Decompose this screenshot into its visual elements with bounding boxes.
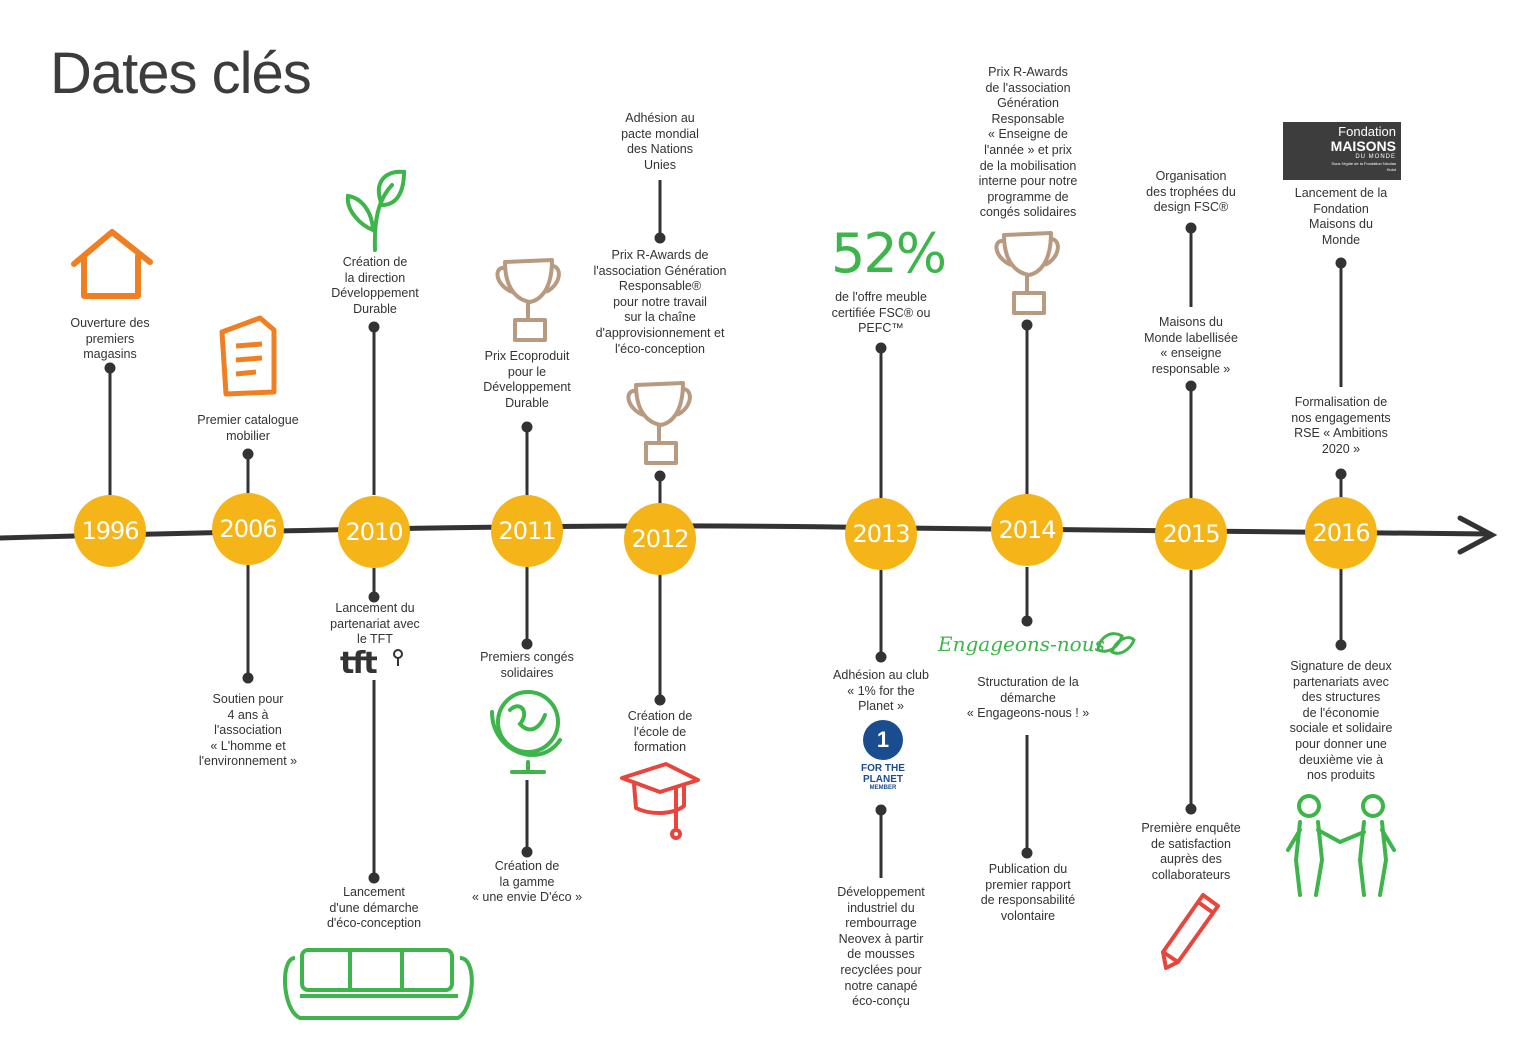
event-2010-tft: Lancement du partenariat avec le TFT — [330, 601, 420, 647]
leaf-icon — [1096, 632, 1136, 655]
fsc-percentage: 52% — [831, 222, 947, 285]
catalogue-icon — [219, 315, 277, 397]
event-2011-ecoproduit: Prix Ecoproduit pour le Développement Du… — [483, 349, 571, 410]
globe-icon — [490, 690, 562, 774]
engageons-nous-logo: Engageons-nous — [938, 632, 1105, 656]
planet-member: MEMBER — [869, 785, 897, 791]
event-2016-ambitions: Formalisation de nos engagements RSE « A… — [1291, 395, 1391, 456]
year-circle: 2012 — [624, 503, 696, 575]
event-2014-structuration: Structuration de la démarche « Engageons… — [966, 675, 1090, 721]
fondation-logo-line: DU MONDE — [1355, 154, 1396, 160]
year-circle: 2011 — [491, 495, 563, 567]
event-2011-conges: Premiers congés solidaires — [480, 650, 574, 680]
fondation-logo-line: MAISONS — [1330, 138, 1396, 154]
sprout-icon — [345, 169, 407, 252]
planet-text: FOR THE PLANET — [861, 763, 905, 785]
trophy-icon — [626, 381, 692, 465]
event-2011-gamme: Création de la gamme « une envie D'éco » — [471, 859, 583, 905]
event-2014-r-awards: Prix R-Awards de l'association Génératio… — [978, 65, 1078, 220]
event-2015-enquete: Première enquête de satisfaction auprès … — [1141, 821, 1241, 882]
event-1996-opening: Ouverture des premiers magasins — [70, 316, 150, 362]
event-2015-trophees: Organisation des trophées du design FSC® — [1146, 169, 1236, 215]
event-2010-eco-design: Lancement d'une démarche d'éco-conceptio… — [326, 885, 422, 931]
trophy-icon — [994, 231, 1060, 315]
one-percent-planet-logo: 1 FOR THE PLANET MEMBER — [850, 720, 916, 791]
connectors — [104, 180, 1347, 884]
pencil-icon — [1161, 893, 1220, 970]
year-circle: 1996 — [74, 495, 146, 567]
event-2006-support: Soutien pour 4 ans à l'association « L'h… — [198, 692, 298, 769]
planet-number: 1 — [863, 720, 903, 760]
year-circle: 2014 — [991, 494, 1063, 566]
event-2006-catalogue: Premier catalogue mobilier — [197, 413, 299, 443]
graduation-cap-icon — [620, 762, 700, 840]
year-circle: 2013 — [845, 498, 917, 570]
event-2012-ecole: Création de l'école de formation — [627, 709, 693, 755]
page-title: Dates clés — [50, 41, 312, 106]
event-2015-label: Maisons du Monde labellisée « enseigne r… — [1144, 315, 1238, 376]
event-2016-fondation: Lancement de la Fondation Maisons du Mon… — [1294, 186, 1388, 247]
tft-logo: tft — [340, 646, 378, 681]
tft-flower-icon — [393, 649, 403, 666]
year-circle: 2010 — [338, 496, 410, 568]
sofa-icon — [283, 948, 474, 1020]
year-circle: 2016 — [1305, 497, 1377, 569]
year-circle: 2006 — [212, 493, 284, 565]
fondation-maisons-du-monde-logo: Fondation MAISONS DU MONDE Sous l'égide … — [1283, 122, 1401, 180]
event-2014-rapport: Publication du premier rapport de respon… — [980, 862, 1076, 923]
house-icon — [71, 229, 153, 299]
fondation-logo-line: Fondation — [1338, 124, 1396, 139]
event-2013-fsc: de l'offre meuble certifiée FSC® ou PEFC… — [831, 290, 931, 336]
event-2012-r-awards: Prix R-Awards de l'association Génératio… — [593, 248, 727, 356]
handshake-people-icon — [1286, 794, 1396, 897]
fondation-logo-line: Sous l'égide de la Fondation Nicolas Hul… — [1331, 161, 1396, 172]
year-circle: 2015 — [1155, 498, 1227, 570]
event-2013-neovex: Développement industriel du rembourrage … — [837, 885, 925, 1009]
event-2012-pacte: Adhésion au pacte mondial des Nations Un… — [621, 111, 699, 172]
event-2016-partenariats: Signature de deux partenariats avec des … — [1289, 659, 1393, 783]
trophy-icon — [495, 258, 561, 342]
event-2010-direction: Création de la direction Développement D… — [331, 255, 419, 316]
event-2013-planet: Adhésion au club « 1% for the Planet » — [833, 668, 929, 714]
